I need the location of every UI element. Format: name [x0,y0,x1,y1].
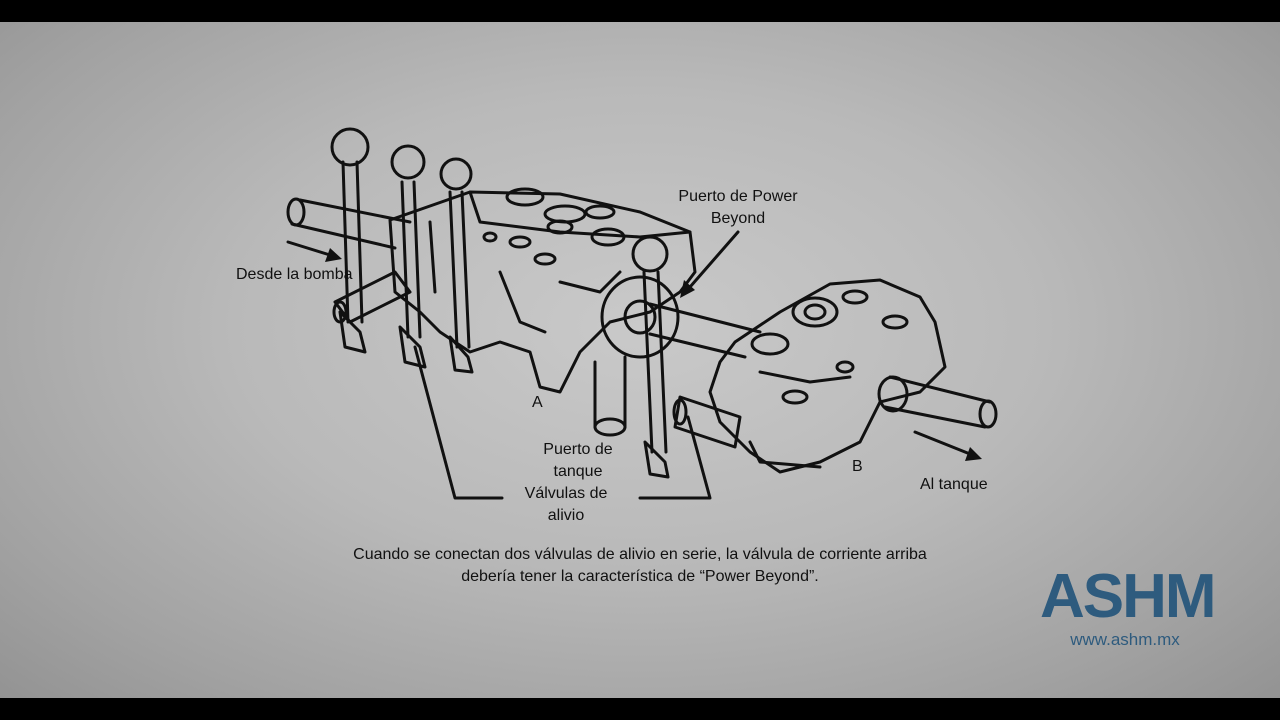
leader-relief-left [413,345,504,500]
label-port-b: B [852,458,863,475]
arrow-outlet [913,430,972,456]
caption-line-2: debería tener la característica de “Powe… [461,568,819,585]
letterbox-top [0,0,1280,22]
label-puerto-tanque: Puerto de tanque [536,439,620,483]
leader-relief-right [638,415,712,500]
power-beyond-flange [600,275,762,359]
ashm-logo: ASHM [1040,562,1217,631]
left-valve-body [388,187,697,394]
valve-diagram [286,127,998,500]
label-puerto-tanque-line1: Puerto de [543,441,613,458]
label-power-beyond-line1: Puerto de Power [678,188,798,205]
lower-port-pipe [593,355,627,437]
label-power-beyond-line2: Beyond [710,210,766,227]
label-valvulas-alivio-line2: alivio [547,507,585,524]
lever-4 [631,235,670,479]
label-desde-la-bomba: Desde la bomba [236,266,353,283]
caption: Cuando se conectan dos válvulas de alivi… [290,544,990,588]
outlet-pipe [877,375,998,429]
label-power-beyond: Puerto de Power Beyond [676,186,800,230]
lever-3 [439,157,474,374]
arrowhead-inlet [325,248,342,262]
label-valvulas-alivio: Válvulas de alivio [518,483,614,527]
caption-line-1: Cuando se conectan dos válvulas de alivi… [353,546,927,563]
arrow-power-beyond [688,230,740,289]
label-valvulas-alivio-line1: Válvulas de [524,485,608,502]
label-al-tanque: Al tanque [920,476,988,493]
arrowhead-power-beyond [680,280,695,298]
label-port-a: A [532,394,543,411]
label-puerto-tanque-line2: tanque [553,463,603,480]
arrow-inlet [286,240,332,257]
letterbox-bottom [0,698,1280,720]
right-valve-body [708,278,947,474]
slide: Desde la bomba Puerto de Power Beyond A … [0,22,1280,698]
lever-2 [390,144,427,369]
relief-valve-right [672,395,742,449]
logo-url: www.ashm.mx [1070,630,1180,649]
arrowhead-outlet [965,447,982,461]
relief-valve-left [332,270,412,324]
